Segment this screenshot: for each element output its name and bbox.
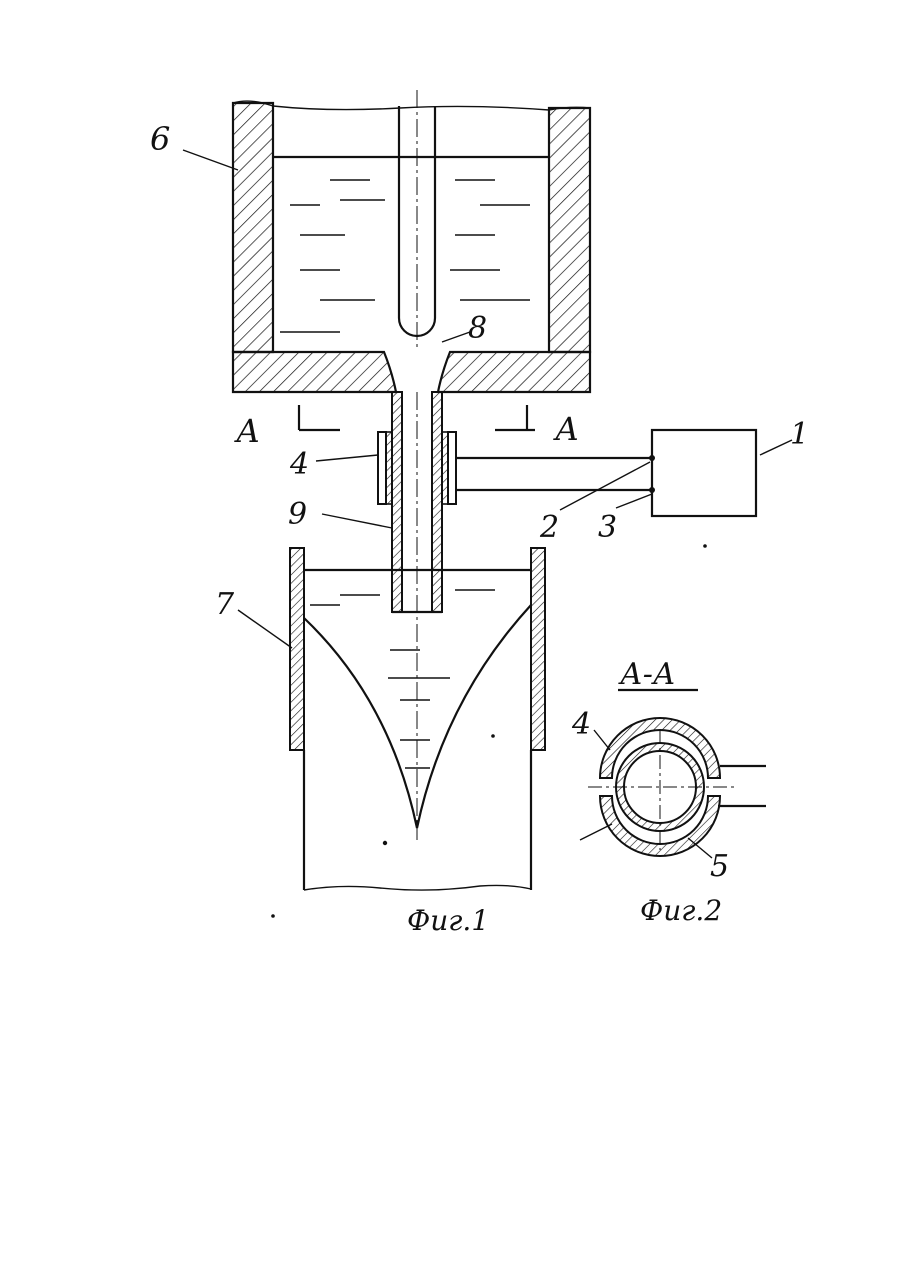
label-vessel: 6: [150, 120, 170, 158]
mold-right-wall: [531, 548, 545, 750]
power-source-box: [652, 430, 756, 516]
ingot-break-line: [304, 885, 531, 890]
vessel-bottom-right: [438, 352, 590, 392]
leader-insulator-left: [580, 824, 612, 840]
leader-6: [183, 150, 238, 170]
label-terminal-2: 2: [539, 510, 559, 545]
vessel-right-wall: [549, 108, 590, 352]
speck: [383, 841, 387, 845]
melt-dashes: [280, 180, 530, 332]
tube-right-wall: [432, 392, 442, 612]
label-power-source: 1: [790, 417, 809, 452]
electrode-left-outer: [378, 432, 386, 504]
pouring-tube: [392, 392, 442, 840]
leader-4-section: [594, 730, 610, 750]
label-terminal-3: 3: [598, 510, 617, 545]
caption-fig1: Фиг.1: [407, 904, 489, 937]
vessel-bottom: [233, 352, 396, 392]
leader-8: [442, 332, 470, 342]
section-title: А-А: [618, 657, 676, 692]
vessel-left-wall: [233, 103, 273, 352]
electrode-right-outer: [448, 432, 456, 504]
label-section-left: А: [234, 412, 260, 450]
label-section-right: А: [553, 410, 579, 448]
speck: [491, 734, 495, 738]
tube-left-wall: [392, 392, 402, 612]
leader-4: [316, 455, 378, 461]
mold-melt-dashes: [310, 590, 495, 768]
speck: [703, 544, 707, 548]
wires: [456, 455, 655, 493]
label-electrode-section: 4: [571, 707, 591, 742]
leader-1: [760, 440, 792, 455]
label-mold: 7: [215, 587, 235, 622]
leader-9: [322, 514, 392, 528]
speck: [271, 914, 275, 918]
label-electrode: 4: [289, 447, 309, 482]
vessel-break-line: [233, 101, 590, 110]
label-tube: 9: [288, 497, 307, 532]
caption-fig2: Фиг.2: [640, 894, 722, 927]
label-insulator: 5: [710, 849, 729, 884]
vessel: [233, 90, 590, 392]
section-view: [588, 690, 766, 856]
electrode-left-inner: [386, 432, 392, 504]
leader-7: [238, 610, 292, 648]
mold-left-wall: [290, 548, 304, 750]
leader-3: [616, 494, 652, 508]
label-nozzle: 8: [468, 311, 487, 346]
leader-2: [560, 462, 650, 510]
